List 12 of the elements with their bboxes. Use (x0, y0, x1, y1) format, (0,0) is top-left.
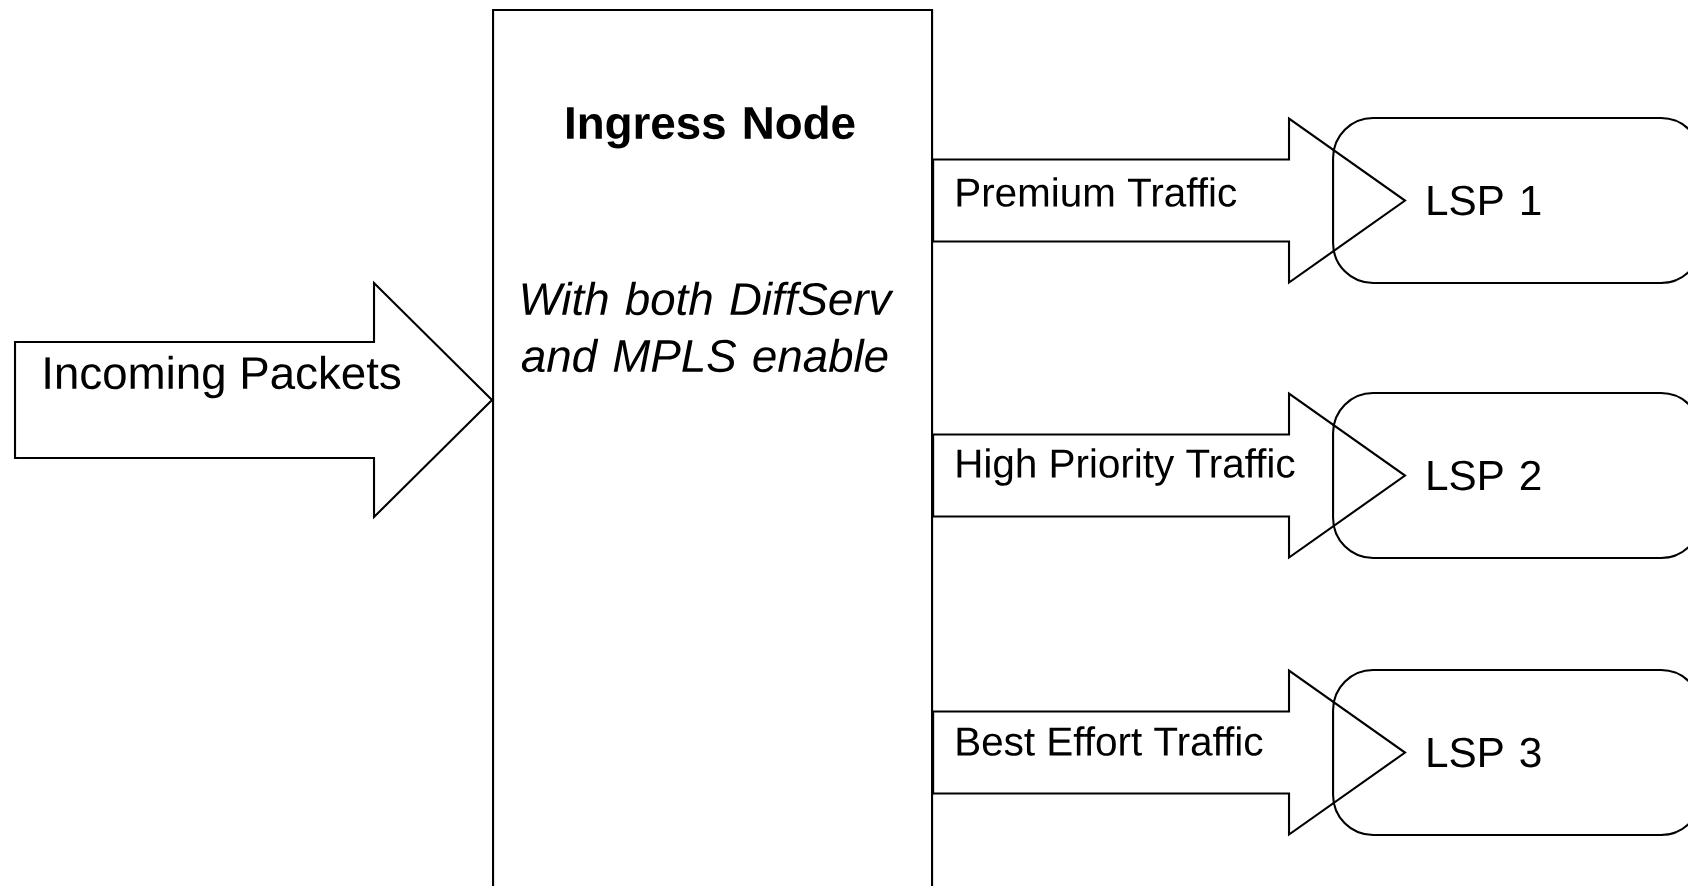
process-box: Ingress Node With both DiffServ and MPLS enable (492, 9, 934, 886)
lsp-box: LSP 3 (1332, 669, 1688, 837)
lsp-box: LSP 1 (1332, 117, 1688, 285)
edge-label: Best Effort Traffic (950, 722, 1267, 760)
block-arrow (932, 116, 1407, 285)
edge-label: Premium Traffic (950, 173, 1241, 211)
block-arrow (13, 280, 494, 520)
block-arrow (932, 391, 1407, 560)
edge-label: High Priority Traffic (950, 444, 1300, 490)
edge-label: Incoming Packets (37, 352, 406, 402)
block-arrow (932, 668, 1407, 837)
lsp-box: LSP 2 (1332, 392, 1688, 560)
